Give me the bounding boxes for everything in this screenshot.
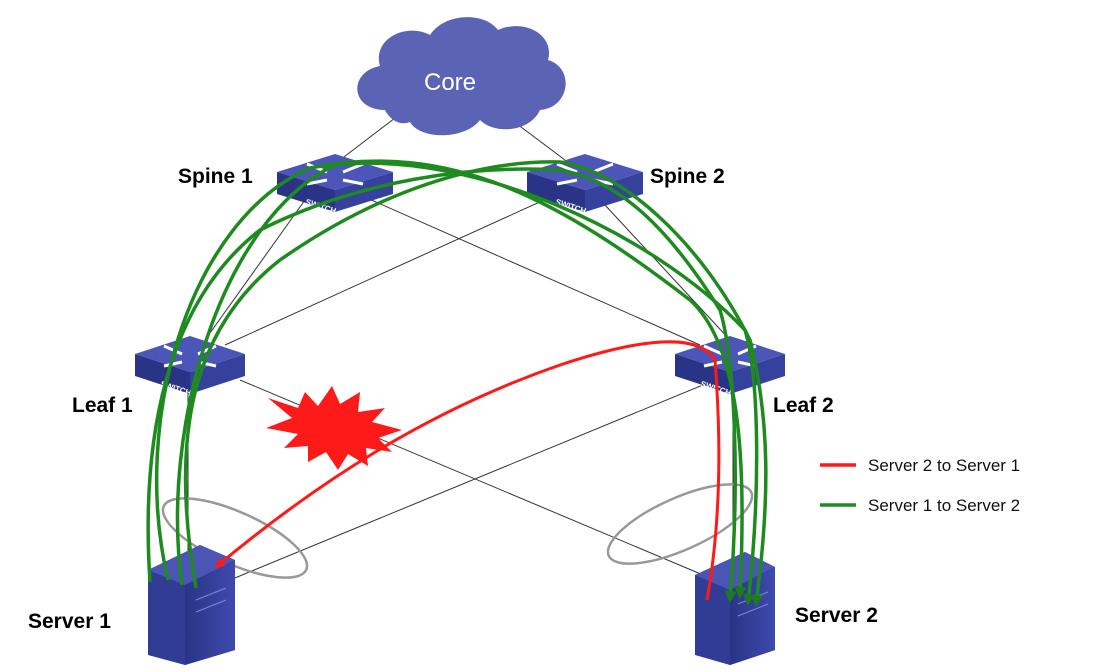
green-path-via-spine1-b (175, 161, 759, 606)
server-1 (148, 545, 235, 665)
spine-1-label: Spine 1 (178, 165, 253, 188)
cloud-icon (357, 17, 566, 136)
red-flow-path (214, 340, 721, 601)
leaf-1-label: Leaf 1 (72, 394, 133, 417)
server-1-label: Server 1 (28, 610, 111, 633)
link-spine1-leaf1 (204, 199, 306, 341)
core-label: Core (424, 69, 476, 96)
legend-label-green: Server 1 to Server 2 (868, 496, 1020, 515)
link-leaf2-server1 (229, 379, 716, 581)
legend: Server 2 to Server 1 Server 1 to Server … (820, 456, 1020, 515)
server-2-label: Server 2 (795, 604, 878, 627)
core-cloud: Core (357, 17, 566, 136)
green-path-via-spine2-a (183, 160, 768, 607)
leaf-1-switch: SWITCH (135, 336, 245, 398)
link-spine1-leaf2 (359, 194, 701, 346)
green-path-via-spine1-a (154, 159, 747, 599)
green-flow-paths (146, 159, 768, 607)
green-path-via-spine2-b (146, 167, 737, 603)
explosion-icon (266, 386, 402, 470)
server-2 (695, 552, 775, 665)
link-core-spine1 (339, 117, 396, 161)
lag-ring-server2 (606, 483, 754, 565)
spine-2-label: Spine 2 (650, 165, 725, 188)
switch-arrows-icon (703, 344, 757, 368)
link-spine2-leaf2 (604, 204, 731, 341)
link-spine2-leaf1 (224, 194, 556, 346)
legend-label-red: Server 2 to Server 1 (868, 456, 1020, 475)
leaf-2-label: Leaf 2 (773, 394, 834, 417)
